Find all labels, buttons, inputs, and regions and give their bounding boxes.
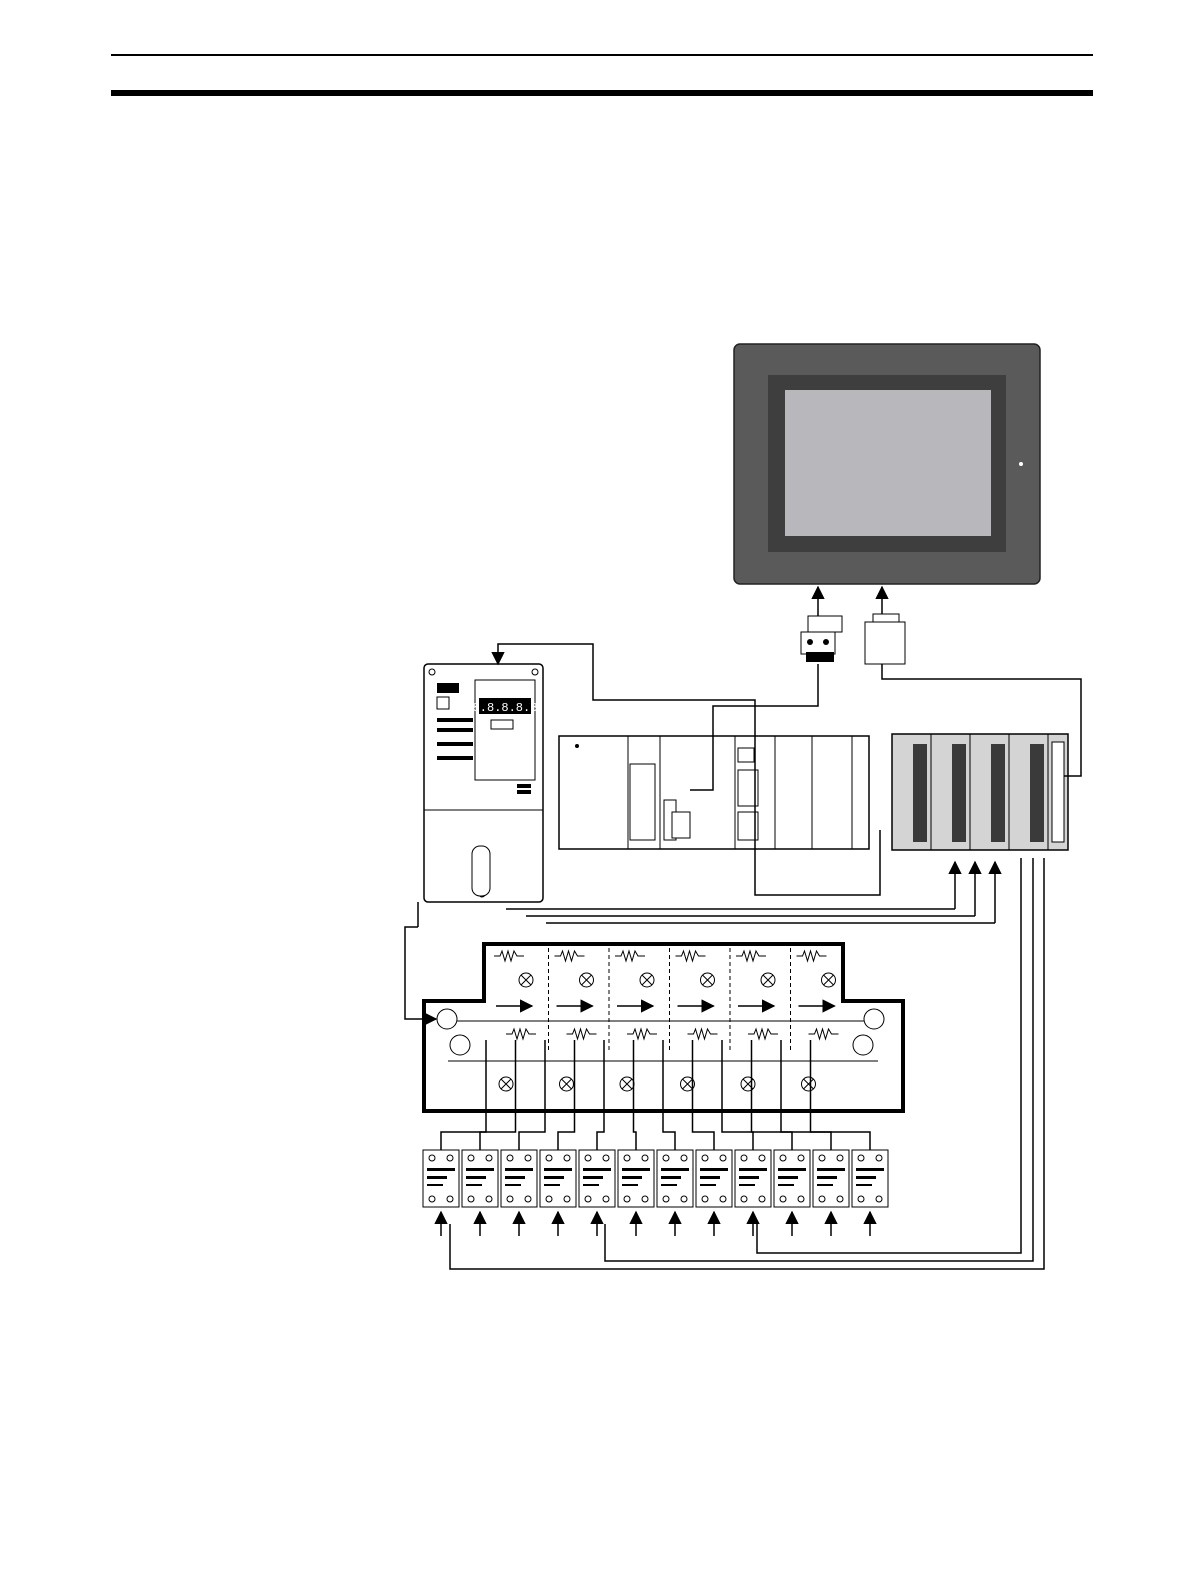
solid-state-relay <box>501 1150 537 1207</box>
solid-state-relay <box>774 1150 810 1207</box>
temperature-controller-rack <box>892 734 1068 850</box>
lamp-cross-icon <box>640 973 654 987</box>
communications-adapter <box>865 614 905 664</box>
solid-state-relay <box>696 1150 732 1207</box>
solid-state-relay <box>579 1150 615 1207</box>
solid-state-relay <box>852 1150 888 1207</box>
lamp-cross-icon <box>701 973 715 987</box>
inverter: 8.8.8.8.8 <box>424 664 543 902</box>
solid-state-relay <box>813 1150 849 1207</box>
lamp-cross-icon <box>802 1077 816 1091</box>
touch-panel-screen <box>785 390 991 536</box>
inverter-display-text: 8.8.8.8.8 <box>473 701 538 715</box>
solid-state-relay <box>657 1150 693 1207</box>
lamp-cross-icon <box>499 1077 513 1091</box>
solid-state-relay-row <box>423 1150 888 1207</box>
roller-icon <box>437 1009 457 1029</box>
solid-state-relay <box>618 1150 654 1207</box>
roller-icon <box>864 1009 884 1029</box>
touch-panel <box>734 344 1040 584</box>
solid-state-relay <box>540 1150 576 1207</box>
lamp-cross-icon <box>580 973 594 987</box>
lamp-cross-icon <box>560 1077 574 1091</box>
solid-state-relay <box>735 1150 771 1207</box>
lamp-cross-icon <box>519 973 533 987</box>
rs232c-connector <box>801 616 842 662</box>
roller-icon <box>450 1035 470 1055</box>
lamp-cross-icon <box>620 1077 634 1091</box>
solid-state-relay <box>423 1150 459 1207</box>
solid-state-relay <box>462 1150 498 1207</box>
lamp-cross-icon <box>741 1077 755 1091</box>
power-indicator-icon <box>1019 462 1023 466</box>
lamp-cross-icon <box>761 973 775 987</box>
lamp-cross-icon <box>822 973 836 987</box>
plc-rack <box>559 736 869 849</box>
roller-icon <box>853 1035 873 1055</box>
